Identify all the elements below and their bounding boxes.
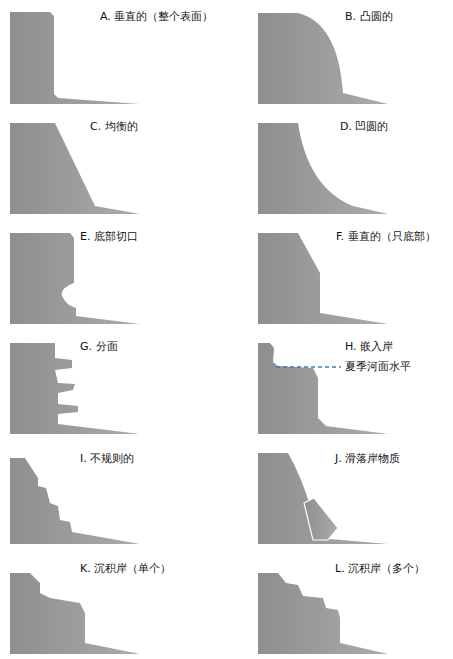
water-level-line: [276, 366, 341, 368]
profile-c: [10, 123, 140, 214]
profile-label: H. 嵌入岸: [345, 340, 393, 354]
profile-b: [258, 13, 388, 104]
profile-k: [10, 573, 140, 654]
profile-label: E. 底部切口: [80, 230, 138, 244]
profile-label: G. 分面: [80, 340, 118, 354]
profile-l: [258, 573, 388, 654]
profile-j: [258, 453, 388, 544]
profile-label: C. 均衡的: [90, 120, 138, 134]
profile-h: [258, 343, 388, 434]
profile-label: I. 不规则的: [80, 452, 134, 466]
profile-e: [10, 233, 140, 324]
profile-label: D. 凹圆的: [340, 120, 388, 134]
profile-label: J. 滑落岸物质: [335, 452, 400, 466]
profile-label: B. 凸圆的: [345, 10, 393, 24]
profile-label: F. 垂直的（只底部）: [336, 230, 436, 244]
profile-g: [10, 343, 140, 434]
profile-label: K. 沉积岸（单个）: [80, 562, 171, 576]
profile-label: A. 垂直的（整个表面）: [100, 10, 213, 24]
profile-d: [258, 123, 388, 214]
water-level-label: 夏季河面水平: [345, 360, 411, 374]
profile-f: [258, 233, 388, 324]
profile-a: [10, 12, 140, 104]
profile-label: L. 沉积岸（多个）: [335, 562, 425, 576]
profile-i: [10, 458, 140, 544]
